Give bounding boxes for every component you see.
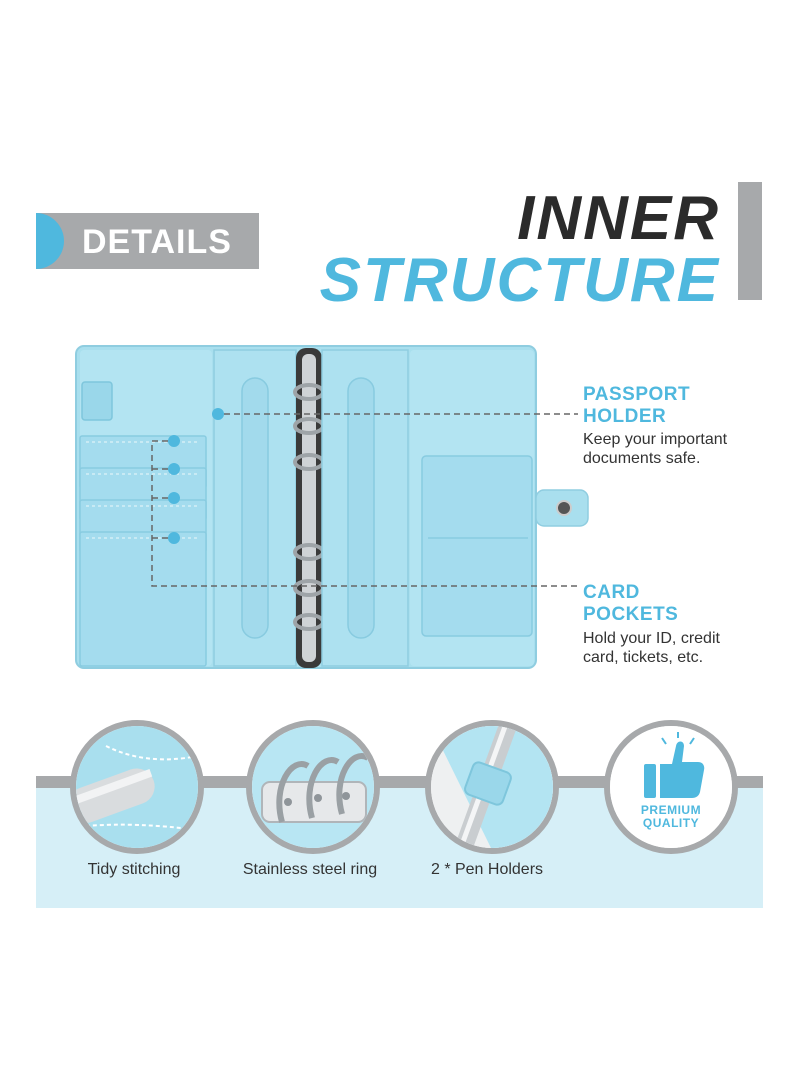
card-pockets-title: CARD POCKETS bbox=[583, 582, 783, 626]
passport-holder-title: PASSPORT HOLDER bbox=[583, 384, 783, 428]
thumbs-up-icon bbox=[610, 726, 732, 848]
pen-holder-closeup bbox=[425, 720, 559, 854]
details-badge bbox=[36, 213, 259, 269]
passport-title-line1: PASSPORT bbox=[583, 384, 691, 405]
stitching-closeup bbox=[70, 720, 204, 854]
details-badge-label: DETAILS bbox=[82, 223, 232, 261]
card-desc-line2: card, tickets, etc. bbox=[583, 649, 704, 666]
card-desc-line1: Hold your ID, credit bbox=[583, 630, 720, 647]
passport-desc-line2: documents safe. bbox=[583, 450, 701, 467]
passport-desc-line1: Keep your important bbox=[583, 431, 728, 448]
premium-label-line1: PREMIUM bbox=[640, 803, 702, 817]
card-title-line2: POCKETS bbox=[583, 604, 679, 625]
premium-quality-badge: PREMIUM QUALITY bbox=[604, 720, 738, 854]
passport-holder-description: Keep your important documents safe. bbox=[583, 430, 783, 468]
heading-accent-bar bbox=[738, 182, 762, 300]
heading-structure: STRUCTURE bbox=[319, 246, 720, 315]
heading-inner: INNER bbox=[517, 184, 720, 253]
binder-ring-closeup bbox=[246, 720, 380, 854]
premium-quality-label: PREMIUM QUALITY bbox=[610, 804, 732, 830]
premium-label-line2: QUALITY bbox=[642, 816, 700, 830]
feature-label-pen-holders: 2 * Pen Holders bbox=[430, 861, 544, 878]
feature-band-top bbox=[36, 776, 763, 788]
feature-label-ring: Stainless steel ring bbox=[242, 861, 378, 878]
card-pockets-description: Hold your ID, credit card, tickets, etc. bbox=[583, 629, 783, 667]
planner-illustration bbox=[75, 345, 589, 669]
card-title-line1: CARD bbox=[583, 582, 640, 603]
passport-title-line2: HOLDER bbox=[583, 406, 667, 427]
feature-label-stitching: Tidy stitching bbox=[87, 861, 181, 878]
